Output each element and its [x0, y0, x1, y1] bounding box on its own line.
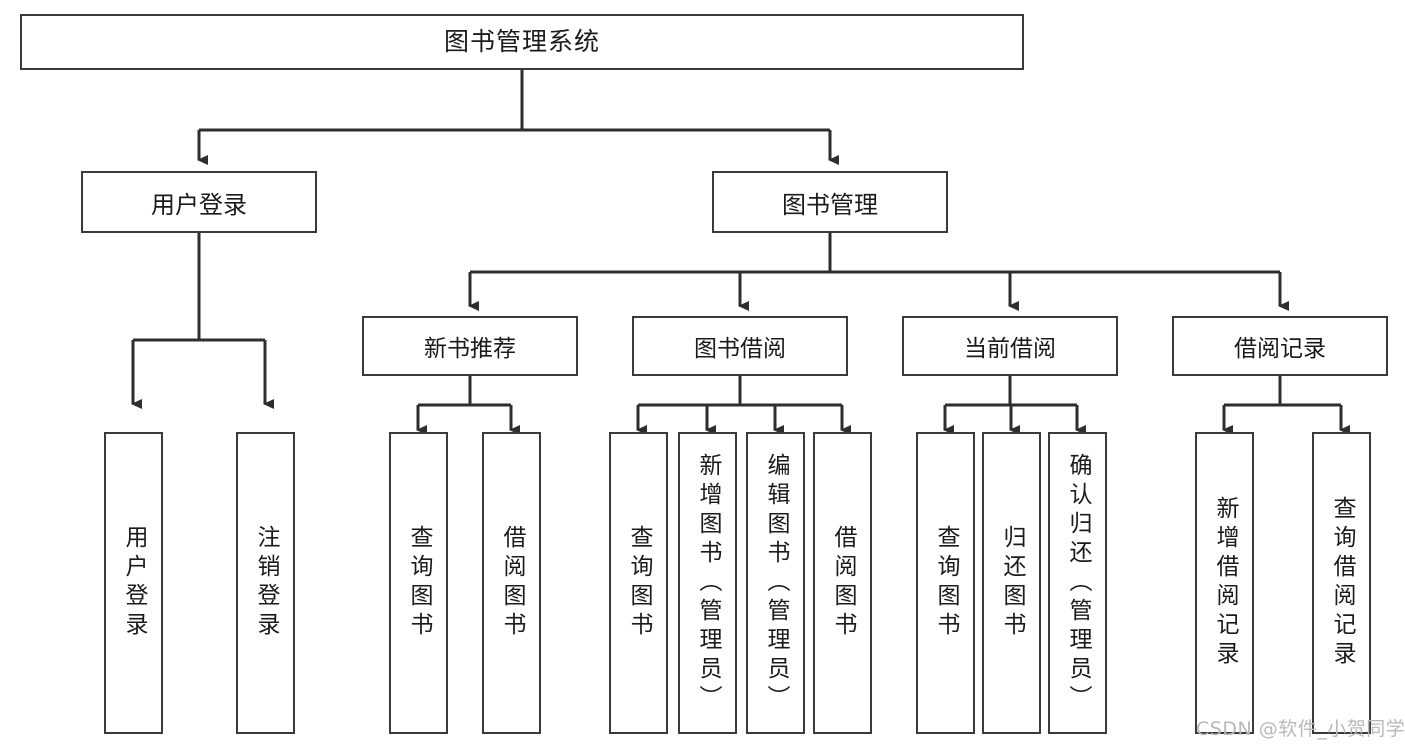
leaf-borrow-record-add[interactable]: 新增借阅记录 [1195, 432, 1254, 734]
leaf-current-borrow-return[interactable]: 归还图书 [982, 432, 1041, 734]
leaf-user-login-logout[interactable]: 注销登录 [236, 432, 295, 734]
leaf-user-login-login[interactable]: 用户登录 [104, 432, 163, 734]
node-borrow-record-label: 借阅记录 [1234, 336, 1326, 362]
node-book-borrow[interactable]: 图书借阅 [632, 316, 848, 376]
leaf-current-borrow-query[interactable]: 查询图书 [916, 432, 975, 734]
leaf-current-borrow-confirm-return[interactable]: 确认归还（管理员） [1048, 432, 1107, 734]
leaf-user-login-login-label: 用户登录 [121, 525, 147, 641]
node-new-book-recommend[interactable]: 新书推荐 [362, 316, 578, 376]
node-user-login-label: 用户登录 [151, 190, 247, 219]
node-book-borrow-label: 图书借阅 [694, 336, 786, 362]
node-root-library-system[interactable]: 图书管理系统 [20, 14, 1024, 70]
leaf-book-borrow-query[interactable]: 查询图书 [609, 432, 668, 734]
leaf-borrow-record-query-label: 查询借阅记录 [1329, 496, 1355, 670]
node-borrow-record[interactable]: 借阅记录 [1172, 316, 1388, 376]
leaf-book-borrow-add[interactable]: 新增图书（管理员） [678, 432, 737, 734]
leaf-book-borrow-borrow-label: 借阅图书 [830, 525, 856, 641]
node-book-management[interactable]: 图书管理 [712, 171, 948, 233]
leaf-new-book-query[interactable]: 查询图书 [389, 432, 448, 734]
node-current-borrow[interactable]: 当前借阅 [902, 316, 1118, 376]
leaf-current-borrow-confirm-return-label: 确认归还（管理员） [1065, 452, 1091, 714]
watermark-text: CSDN @软件_小贺同学 [1196, 718, 1405, 740]
leaf-book-borrow-edit[interactable]: 编辑图书（管理员） [746, 432, 805, 734]
node-current-borrow-label: 当前借阅 [964, 336, 1056, 362]
leaf-borrow-record-query[interactable]: 查询借阅记录 [1312, 432, 1371, 734]
leaf-new-book-query-label: 查询图书 [406, 525, 432, 641]
leaf-new-book-borrow[interactable]: 借阅图书 [482, 432, 541, 734]
leaf-current-borrow-return-label: 归还图书 [999, 525, 1025, 641]
leaf-book-borrow-borrow[interactable]: 借阅图书 [813, 432, 872, 734]
node-book-management-label: 图书管理 [782, 190, 878, 219]
leaf-book-borrow-edit-label: 编辑图书（管理员） [763, 452, 789, 714]
leaf-user-login-logout-label: 注销登录 [253, 525, 279, 641]
leaf-new-book-borrow-label: 借阅图书 [499, 525, 525, 641]
leaf-current-borrow-query-label: 查询图书 [933, 525, 959, 641]
node-user-login[interactable]: 用户登录 [81, 171, 317, 233]
node-new-book-recommend-label: 新书推荐 [424, 336, 516, 362]
leaf-borrow-record-add-label: 新增借阅记录 [1212, 496, 1238, 670]
leaf-book-borrow-add-label: 新增图书（管理员） [695, 452, 721, 714]
node-root-label: 图书管理系统 [443, 27, 600, 57]
leaf-book-borrow-query-label: 查询图书 [626, 525, 652, 641]
